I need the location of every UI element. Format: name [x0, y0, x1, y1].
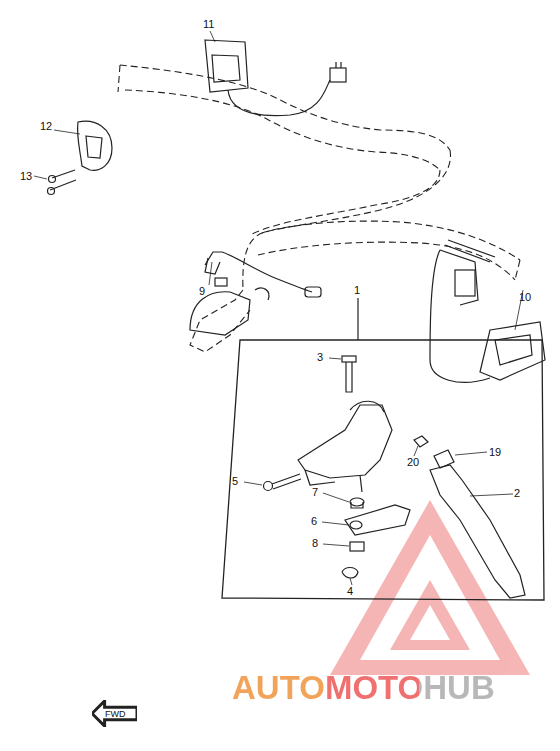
- direction-arrow: FWD: [92, 700, 137, 727]
- direction-text: FWD: [92, 700, 137, 719]
- callout-number: 9: [199, 286, 205, 297]
- callout-number: 2: [514, 488, 520, 499]
- callout-number: 10: [519, 292, 531, 303]
- callout-number: 8: [312, 538, 318, 549]
- callout-number: 11: [203, 19, 214, 30]
- callout-number: 13: [20, 171, 32, 182]
- watermark: AUTOMOTOHUB: [232, 671, 495, 704]
- callout-number: 6: [311, 516, 317, 527]
- callout-number: 4: [347, 586, 353, 597]
- callout-number: 1: [354, 285, 360, 296]
- callout-number: 3: [317, 352, 323, 363]
- callout-number: 20: [407, 457, 419, 468]
- callout-number: 5: [232, 476, 238, 487]
- callout-number: 12: [40, 121, 52, 132]
- callout-number: 7: [312, 487, 318, 498]
- callout-number: 19: [489, 447, 501, 458]
